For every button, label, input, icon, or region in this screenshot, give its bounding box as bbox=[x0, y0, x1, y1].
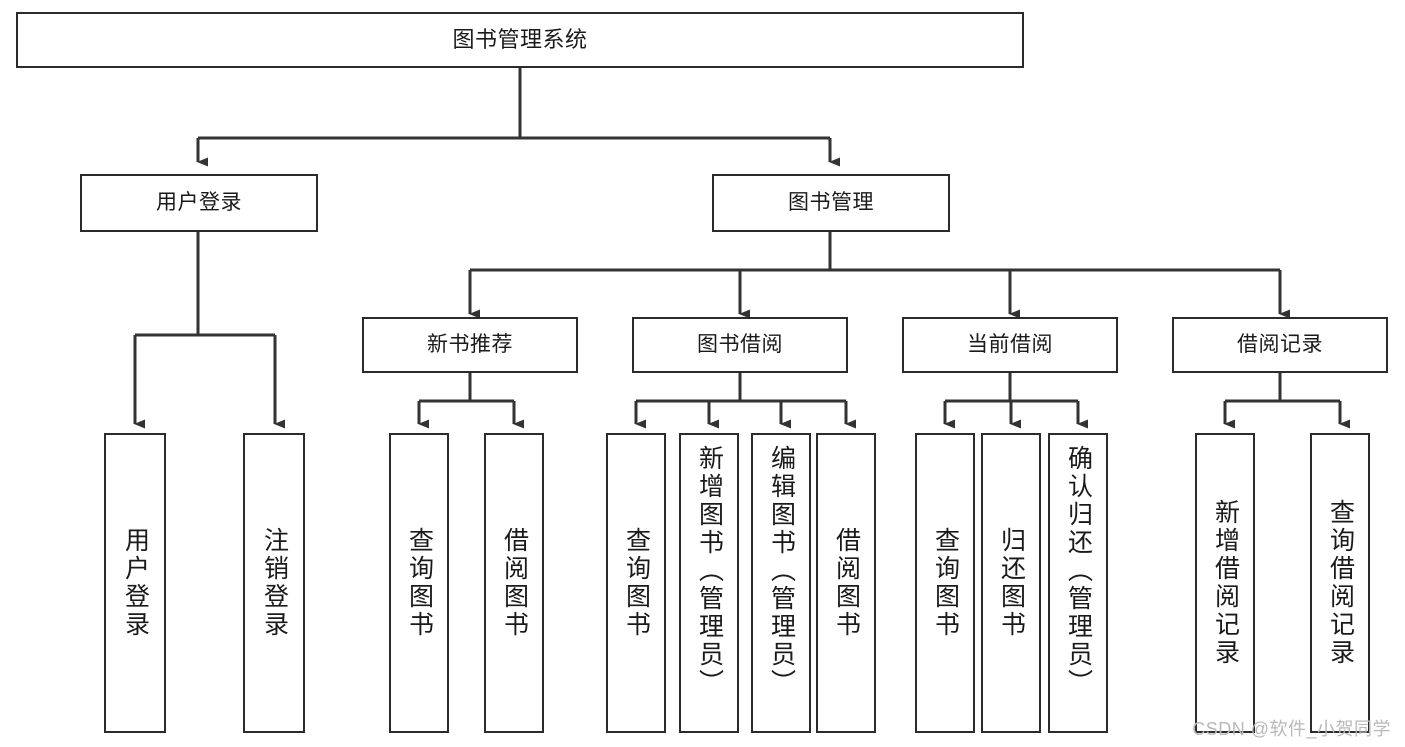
leaf-user-login-login[interactable]: 用户登录 bbox=[104, 433, 166, 733]
leaf-current-borrow-query-books[interactable]: 查询图书 bbox=[915, 433, 975, 733]
node-label: 查询图书 bbox=[622, 527, 651, 639]
node-book-borrow[interactable]: 图书借阅 bbox=[632, 317, 848, 373]
node-borrow-record[interactable]: 借阅记录 bbox=[1172, 317, 1388, 373]
node-label: 用户登录 bbox=[156, 190, 242, 214]
node-label: 借阅图书 bbox=[832, 527, 861, 639]
node-label: 新书推荐 bbox=[427, 332, 513, 356]
node-label: 借阅图书 bbox=[500, 527, 529, 639]
node-label: 查询图书 bbox=[405, 527, 434, 639]
node-label: 当前借阅 bbox=[967, 332, 1053, 356]
node-user-login[interactable]: 用户登录 bbox=[80, 174, 318, 232]
node-label: 确认归还（管理员） bbox=[1064, 445, 1093, 697]
leaf-book-borrow-query-books[interactable]: 查询图书 bbox=[606, 433, 666, 733]
node-new-book-recommend[interactable]: 新书推荐 bbox=[362, 317, 578, 373]
node-label: 归还图书 bbox=[997, 527, 1026, 639]
leaf-borrow-record-query-record[interactable]: 查询借阅记录 bbox=[1310, 433, 1370, 733]
leaf-book-borrow-edit-book-admin[interactable]: 编辑图书（管理员） bbox=[751, 433, 811, 733]
node-label: 图书管理系统 bbox=[452, 27, 588, 53]
node-current-borrow[interactable]: 当前借阅 bbox=[902, 317, 1118, 373]
node-label: 用户登录 bbox=[121, 527, 150, 639]
node-label: 新增图书（管理员） bbox=[695, 445, 724, 697]
leaf-current-borrow-confirm-return-admin[interactable]: 确认归还（管理员） bbox=[1048, 433, 1108, 733]
node-book-management[interactable]: 图书管理 bbox=[712, 174, 950, 232]
leaf-user-login-logout[interactable]: 注销登录 bbox=[243, 433, 305, 733]
leaf-new-book-query-books[interactable]: 查询图书 bbox=[389, 433, 449, 733]
leaf-borrow-record-add-record[interactable]: 新增借阅记录 bbox=[1195, 433, 1255, 733]
node-label: 借阅记录 bbox=[1237, 332, 1323, 356]
leaf-book-borrow-add-book-admin[interactable]: 新增图书（管理员） bbox=[679, 433, 739, 733]
node-label: 查询图书 bbox=[931, 527, 960, 639]
node-label: 注销登录 bbox=[260, 527, 289, 639]
node-label: 查询借阅记录 bbox=[1326, 499, 1355, 667]
node-label: 图书借阅 bbox=[697, 332, 783, 356]
leaf-new-book-borrow-books[interactable]: 借阅图书 bbox=[484, 433, 544, 733]
node-root-library-management-system[interactable]: 图书管理系统 bbox=[16, 12, 1024, 68]
leaf-book-borrow-borrow-books[interactable]: 借阅图书 bbox=[816, 433, 876, 733]
leaf-current-borrow-return-books[interactable]: 归还图书 bbox=[981, 433, 1041, 733]
node-label: 编辑图书（管理员） bbox=[767, 445, 796, 697]
node-label: 图书管理 bbox=[788, 190, 874, 214]
node-label: 新增借阅记录 bbox=[1211, 499, 1240, 667]
